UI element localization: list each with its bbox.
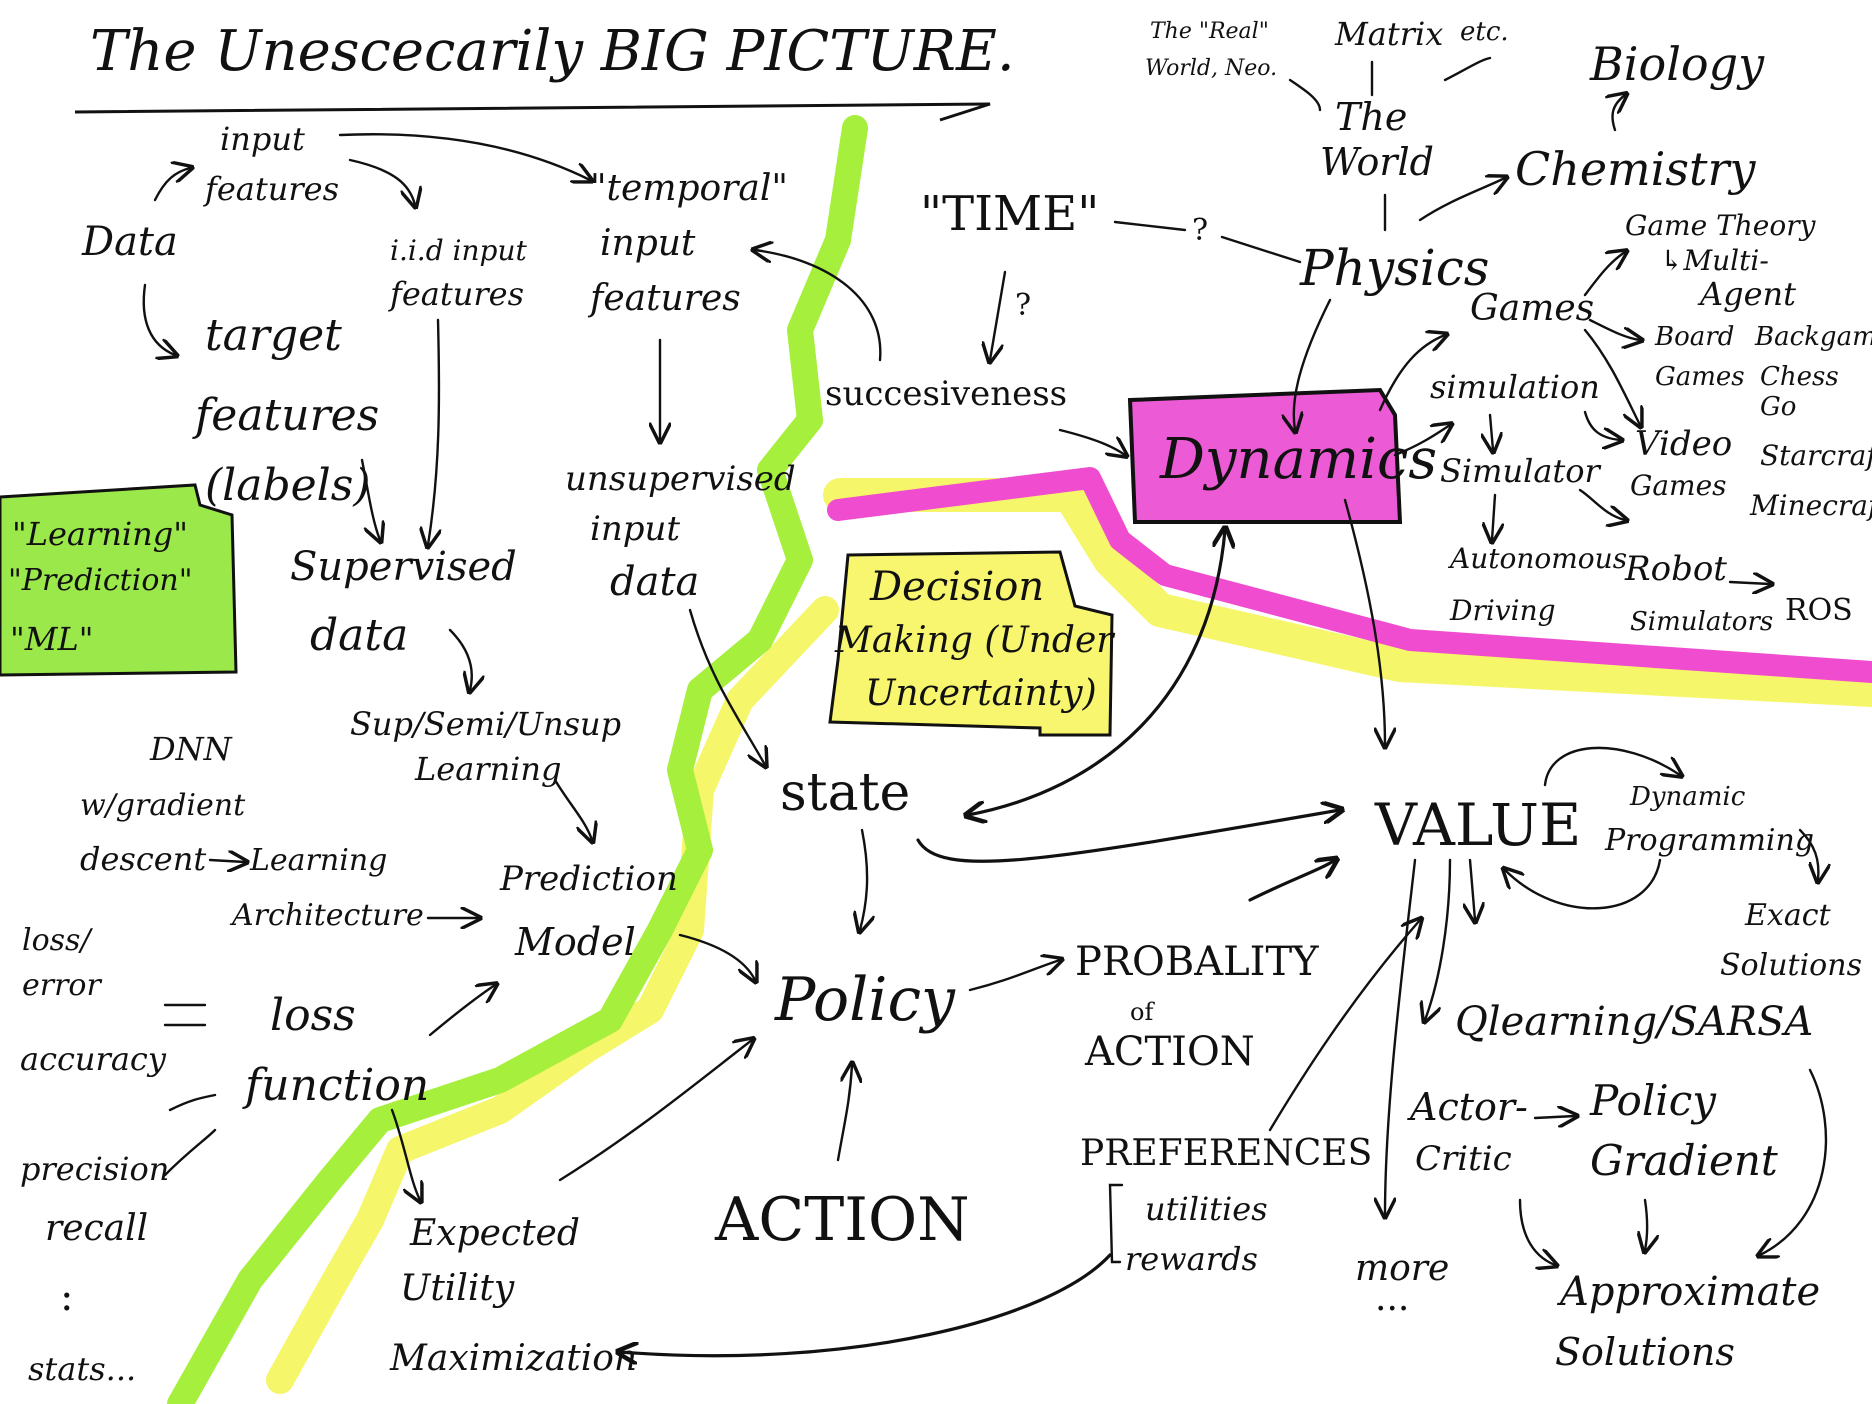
arrow-action-policy — [836, 1065, 852, 1162]
decision-box — [828, 550, 1114, 737]
arrow-value-qlearning — [1425, 858, 1452, 1020]
line-precision — [163, 1128, 217, 1177]
arrow-input-iid — [348, 158, 415, 205]
arrow-supervised-sup — [448, 628, 472, 690]
arrow-iid-supervised — [428, 318, 439, 545]
arrow-policy-approx — [1645, 1198, 1647, 1250]
arrow-physics-chemistry — [1418, 178, 1505, 222]
arrow-probability-value — [1248, 860, 1335, 902]
arrow-sup-prediction — [553, 778, 592, 840]
arrow-value-down — [1470, 858, 1475, 920]
arrow-games-board — [1588, 318, 1640, 340]
arrow-succ-dynamics — [1058, 428, 1125, 455]
green-boundary-stroke — [167, 115, 868, 1404]
arrow-prediction-policy — [678, 933, 755, 980]
arrow-value-more — [1385, 858, 1417, 1215]
arrow-policy-probability — [968, 960, 1060, 992]
arrow-state-dynamics — [968, 530, 1225, 815]
learning-box — [0, 483, 238, 677]
arrow-unsup-state — [688, 608, 765, 765]
arrow-dnn-arch — [208, 860, 245, 862]
line-time-physics — [1113, 220, 1302, 264]
arrow-data-target — [142, 283, 175, 355]
arrow-games-gametheory — [1583, 252, 1625, 297]
line-accuracy-1 — [163, 1003, 207, 1027]
arrow-state-value — [916, 810, 1340, 863]
arrow-simulation-simulator — [1490, 413, 1493, 450]
arrow-succ-temporal — [755, 250, 882, 362]
arrow-state-policy — [860, 828, 867, 930]
arrow-loss-expected — [390, 1108, 420, 1200]
dynamics-box — [1127, 387, 1403, 524]
line-world-etc — [1443, 56, 1492, 82]
arrow-dp-loop-top — [1543, 746, 1680, 787]
line-accuracy-2 — [168, 1093, 217, 1112]
arrow-games-video — [1583, 328, 1640, 425]
arrow-dynamics-simulation — [1393, 425, 1450, 457]
arrow-sim-video — [1583, 410, 1620, 440]
arrow-rewards-expected — [620, 1253, 1112, 1356]
arrow-loss-prediction — [428, 985, 495, 1037]
arrow-dp-loop-bottom — [1505, 858, 1662, 910]
arrow-input-temporal — [338, 133, 590, 180]
arrow-simulator-robot — [1578, 488, 1625, 520]
arrow-qlearning-approx — [1760, 1068, 1828, 1255]
arrow-dp-exact — [1798, 828, 1818, 880]
arrow-expected-policy — [558, 1040, 752, 1182]
arrow-chemistry-biology — [1612, 95, 1625, 132]
arrow-time-succ — [990, 270, 1007, 360]
arrow-simulator-autonomous — [1492, 493, 1495, 540]
arrow-physics-dynamics — [1294, 298, 1332, 430]
bracket-preferences — [1108, 1183, 1124, 1264]
arrow-robot-ros — [1728, 582, 1770, 584]
arrow-dynamics-games — [1378, 335, 1445, 412]
arrow-preferences-value — [1268, 920, 1420, 1132]
arrow-actor-approx — [1518, 1198, 1555, 1265]
yellow-boundary-stroke-lower — [266, 596, 839, 1394]
line-world-neo — [1288, 78, 1322, 112]
arrow-target-supervised — [360, 458, 380, 540]
arrow-data-input — [153, 168, 190, 202]
arrow-actor-policy — [1533, 1116, 1575, 1118]
arrow-dynamics-value — [1343, 498, 1385, 745]
